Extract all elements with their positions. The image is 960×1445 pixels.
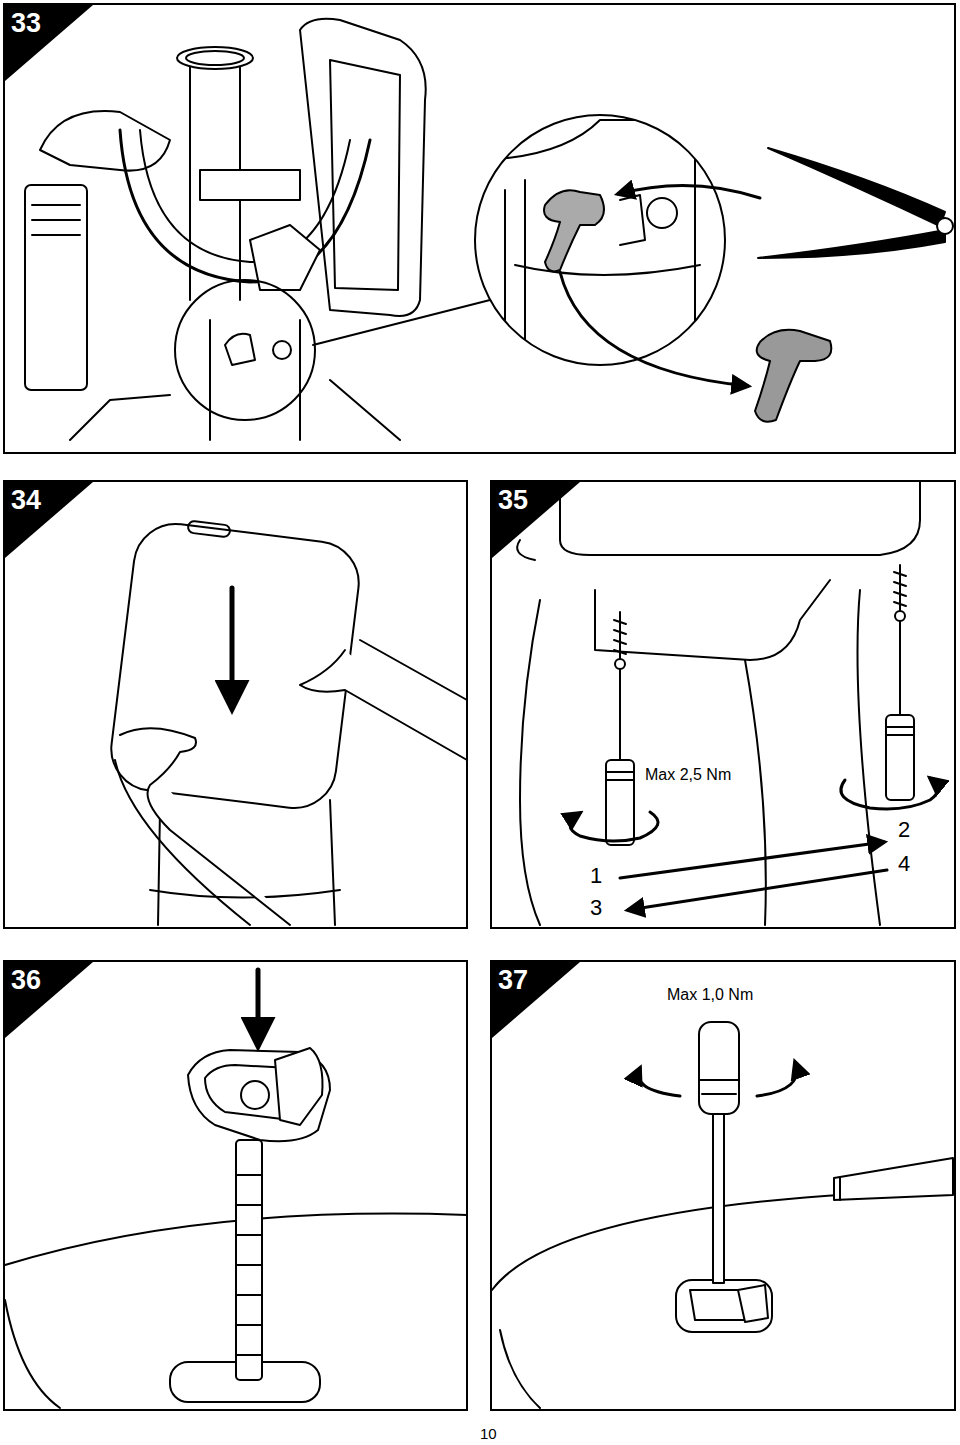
zoom-detail: [470, 115, 725, 380]
step-badge-triangle: [5, 5, 93, 81]
step-panel: 37: [490, 960, 956, 1411]
order-number: 4: [898, 852, 910, 876]
step-panel: 35: [490, 480, 956, 929]
torque-note: Max 1,0 Nm: [667, 986, 753, 1004]
step-number: 37: [498, 967, 528, 994]
cistern: [107, 519, 467, 925]
remove-arrow: [560, 272, 748, 386]
scissors: [758, 148, 953, 258]
cut-arrow: [618, 185, 760, 198]
flush-valve: [25, 19, 490, 440]
step-panel: 33: [3, 3, 956, 454]
removed-part: [755, 330, 831, 422]
screwdriver: [492, 1022, 953, 1408]
order-number: 3: [590, 896, 602, 920]
step-panel: 34: [3, 480, 468, 929]
torque-note: Max 2,5 Nm: [645, 766, 731, 784]
page-number: 10: [480, 1426, 497, 1443]
step-panel: 36: [3, 960, 468, 1411]
step-number: 36: [11, 967, 41, 994]
order-number: 1: [590, 864, 602, 888]
step-number: 34: [11, 487, 41, 514]
order-number: 2: [898, 818, 910, 842]
toilet-fixing: [517, 482, 937, 925]
step-badge-triangle: [492, 962, 580, 1038]
step-badge-triangle: [5, 962, 93, 1038]
button-frame: [5, 970, 467, 1408]
step-badge-triangle: [5, 482, 93, 558]
step-badge-triangle: [492, 482, 580, 558]
step-number: 33: [11, 10, 41, 37]
step-number: 35: [498, 487, 528, 514]
